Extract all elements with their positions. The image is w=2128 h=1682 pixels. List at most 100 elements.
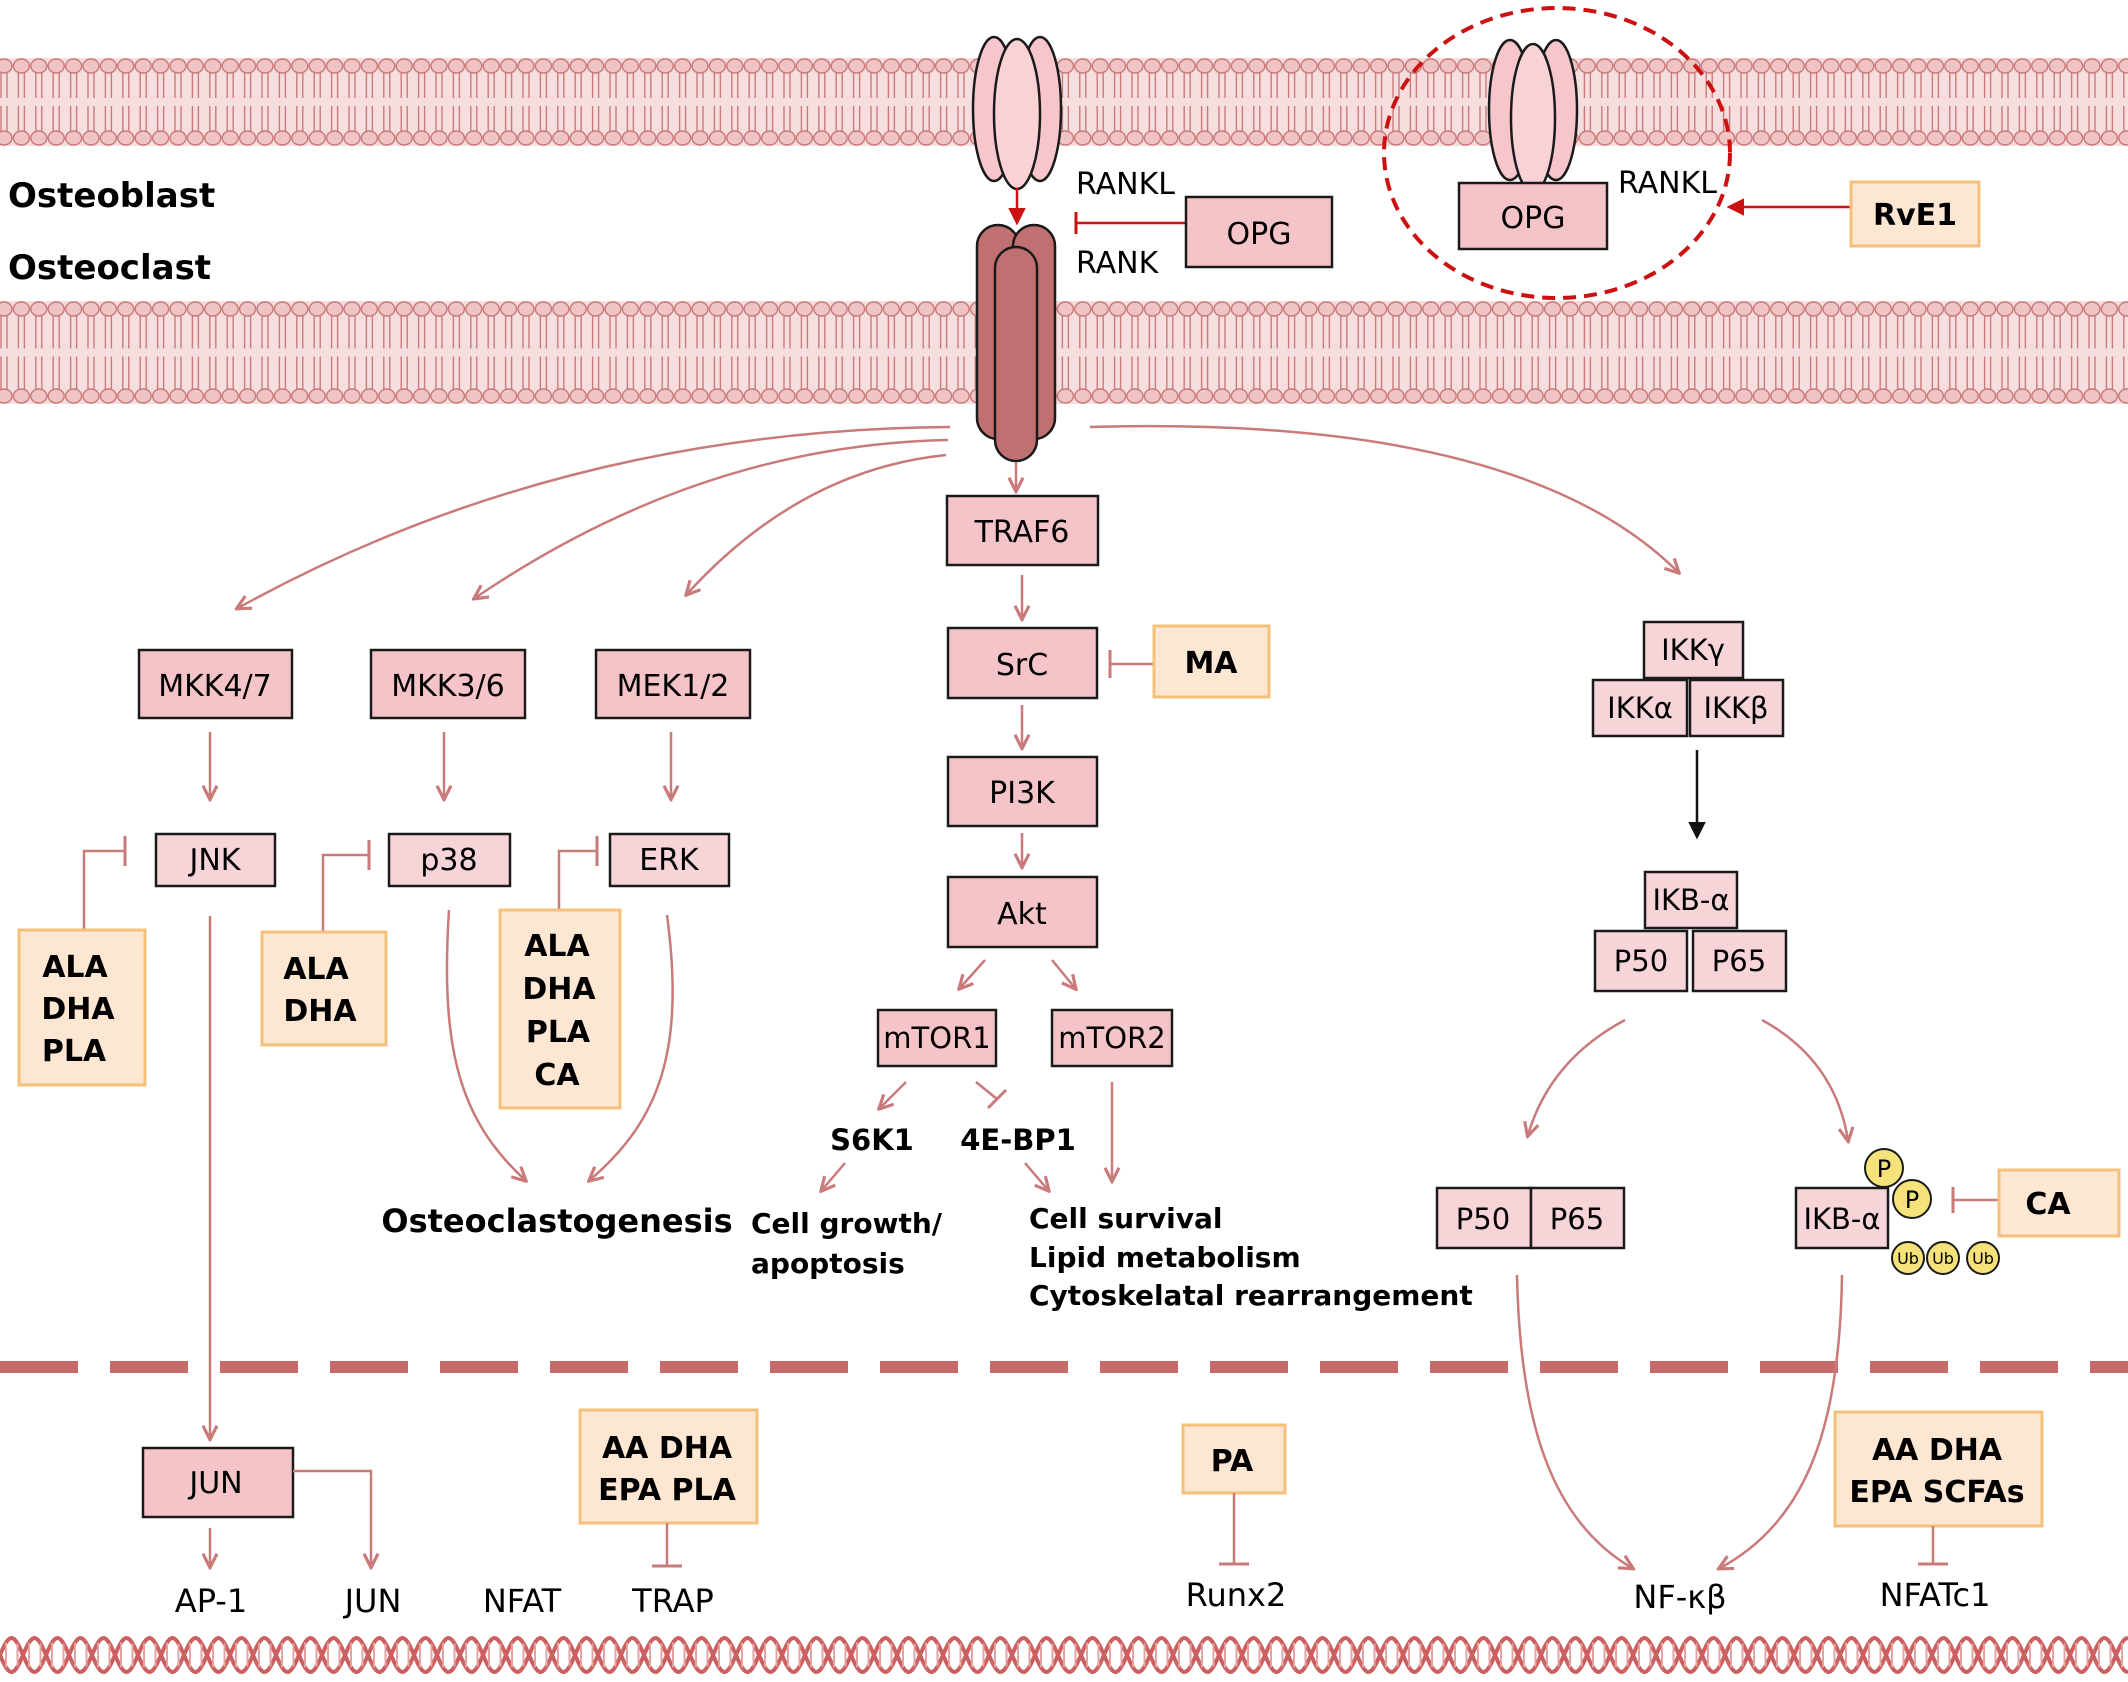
arrow-akt-mtor2 bbox=[1051, 959, 1075, 988]
p50-top-label: P50 bbox=[1614, 944, 1668, 978]
nfkb-label: NF-κβ bbox=[1633, 1578, 1726, 1616]
mkk47-label: MKK4/7 bbox=[158, 669, 272, 704]
ikkb-label: IKKβ bbox=[1703, 691, 1768, 725]
opg-complex-label: OPG bbox=[1501, 201, 1566, 236]
erk-inhibitor-dha: DHA bbox=[522, 972, 596, 1007]
erk-inhibitor-ca: CA bbox=[534, 1058, 580, 1093]
erk-inhibitor-ala: ALA bbox=[524, 929, 590, 964]
phospho-icon bbox=[1864, 1148, 1904, 1188]
erk-label: ERK bbox=[639, 843, 700, 878]
rve1-node: RvE1 bbox=[1849, 180, 1981, 248]
nfatc1-inhibitor-box: AA DHA EPA SCFAs bbox=[1833, 1410, 2044, 1528]
p50-p65-dimer: P50 P65 bbox=[1435, 1186, 1626, 1250]
traf6-node: TRAF6 bbox=[945, 494, 1100, 567]
trap-inhibitor-box: AA DHA EPA PLA bbox=[578, 1408, 759, 1525]
ma-node: MA bbox=[1152, 624, 1271, 699]
opg-rankl-complex-circle bbox=[1382, 6, 1732, 300]
p50-mid-label: P50 bbox=[1456, 1202, 1510, 1236]
pa-label: PA bbox=[1211, 1444, 1254, 1479]
traf6-label: TRAF6 bbox=[974, 515, 1070, 550]
akt-label: Akt bbox=[997, 897, 1047, 932]
nfatc1-inhibitor-line-1: AA DHA bbox=[1872, 1433, 2003, 1468]
jnk-label: JNK bbox=[188, 843, 242, 878]
arrow-mtor1-s6k1 bbox=[880, 1081, 907, 1108]
jnk-inhibitor-pla: PLA bbox=[42, 1034, 107, 1069]
ikk-complex: IKKγ IKKα IKKβ bbox=[1591, 620, 1785, 738]
mtor1-label: mTOR1 bbox=[883, 1021, 990, 1055]
runx2-label: Runx2 bbox=[1186, 1576, 1287, 1614]
rankl-complex-label: RANKL bbox=[1618, 166, 1717, 201]
ma-label: MA bbox=[1184, 646, 1238, 681]
p38-label: p38 bbox=[420, 843, 477, 878]
ca-node: CA bbox=[1997, 1168, 2121, 1238]
nfkb-nuclear-arrows bbox=[1515, 1274, 1844, 1568]
src-node: SrC bbox=[946, 626, 1099, 700]
mapk-inhibit-lines bbox=[82, 836, 599, 932]
erk-inhibitor-box: ALA DHA PLA CA bbox=[498, 908, 622, 1110]
survival-label-3: Cytoskelatal rearrangement bbox=[1029, 1279, 1473, 1312]
jnk-inhibitor-dha: DHA bbox=[41, 992, 115, 1027]
gene-targets: AP-1 JUN NFAT TRAP Runx2 NF-κβ NFATc1 bbox=[175, 1576, 1991, 1620]
ikkg-label: IKKγ bbox=[1661, 633, 1725, 667]
jun-box-label: JUN bbox=[187, 1466, 242, 1501]
arrow-akt-mtor1 bbox=[960, 959, 986, 988]
mtor1-node: mTOR1 bbox=[876, 1008, 998, 1068]
osteoclastogenesis-arrows bbox=[445, 909, 674, 1180]
mkk36-node: MKK3/6 bbox=[369, 648, 527, 720]
cell-growth-label-1: Cell growth/ bbox=[751, 1207, 943, 1240]
p38-inhibitor-dha: DHA bbox=[283, 994, 357, 1029]
ikka-label: IKKα bbox=[1607, 691, 1673, 725]
trap-inhibitor-line-2: EPA PLA bbox=[598, 1473, 736, 1508]
ikb-p50-p65-complex: IKB-α P50 P65 bbox=[1593, 870, 1788, 993]
mtor1-inhibit-line bbox=[975, 1081, 998, 1100]
phospho-label-1: P bbox=[1877, 1155, 1891, 1183]
opg-node: OPG bbox=[1184, 195, 1334, 269]
ubiquitin-icon bbox=[1891, 1241, 1925, 1275]
ikb-top-label: IKB-α bbox=[1652, 883, 1729, 917]
p38-inhibitor-box: ALA DHA bbox=[260, 930, 388, 1047]
akt-node: Akt bbox=[946, 875, 1099, 949]
ub-label-2: Ub bbox=[1932, 1249, 1954, 1268]
4ebp1-label: 4E-BP1 bbox=[960, 1123, 1076, 1157]
arrow-jun-jun bbox=[293, 1469, 371, 1566]
ub-label-3: Ub bbox=[1972, 1249, 1994, 1268]
ubiquitin-icon bbox=[1926, 1241, 1960, 1275]
ca-label: CA bbox=[2025, 1187, 2071, 1222]
trap-inhibitor-line-1: AA DHA bbox=[602, 1431, 733, 1466]
phospho-label-2: P bbox=[1905, 1186, 1919, 1214]
osteoblast-membrane bbox=[0, 58, 2128, 146]
mkk36-label: MKK3/6 bbox=[391, 669, 505, 704]
erk-node: ERK bbox=[608, 832, 731, 888]
nfatc1-label: NFATc1 bbox=[1880, 1576, 1991, 1614]
mek12-node: MEK1/2 bbox=[594, 648, 752, 720]
pi3k-node: PI3K bbox=[946, 755, 1099, 828]
jun-node: JUN bbox=[141, 1446, 295, 1519]
p38-inhibitor-ala: ALA bbox=[283, 952, 349, 987]
p38-node: p38 bbox=[387, 832, 512, 888]
survival-label-1: Cell survival bbox=[1029, 1202, 1222, 1235]
osteoclast-membrane bbox=[0, 301, 2128, 404]
erk-inhibitor-pla: PLA bbox=[526, 1015, 591, 1050]
dna-helix-icon bbox=[0, 1635, 2128, 1675]
p65-top-label: P65 bbox=[1712, 944, 1766, 978]
mkk47-node: MKK4/7 bbox=[137, 648, 294, 720]
mtor1-inhibit-bar bbox=[986, 1088, 1008, 1110]
jnk-inhibitor-box: ALA DHA PLA bbox=[17, 928, 147, 1087]
rank-receptor-icon bbox=[975, 223, 1057, 463]
mtor2-label: mTOR2 bbox=[1058, 1021, 1165, 1055]
src-label: SrC bbox=[996, 648, 1048, 683]
cell-growth-label-2: apoptosis bbox=[751, 1247, 905, 1280]
jun-target-label: JUN bbox=[343, 1582, 402, 1620]
ikb-mid-label: IKB-α bbox=[1803, 1202, 1880, 1236]
nfat-label: NFAT bbox=[483, 1582, 562, 1620]
survival-label-2: Lipid metabolism bbox=[1029, 1241, 1301, 1274]
opg-label: OPG bbox=[1227, 217, 1292, 252]
pa-node: PA bbox=[1181, 1423, 1287, 1495]
rankl-receptor-icon bbox=[971, 35, 1063, 191]
ap1-label: AP-1 bbox=[175, 1582, 247, 1620]
trap-label: TRAP bbox=[631, 1582, 714, 1620]
branch-arrows bbox=[238, 424, 1678, 608]
pi3k-label: PI3K bbox=[989, 776, 1056, 811]
jnk-node: JNK bbox=[154, 832, 277, 888]
